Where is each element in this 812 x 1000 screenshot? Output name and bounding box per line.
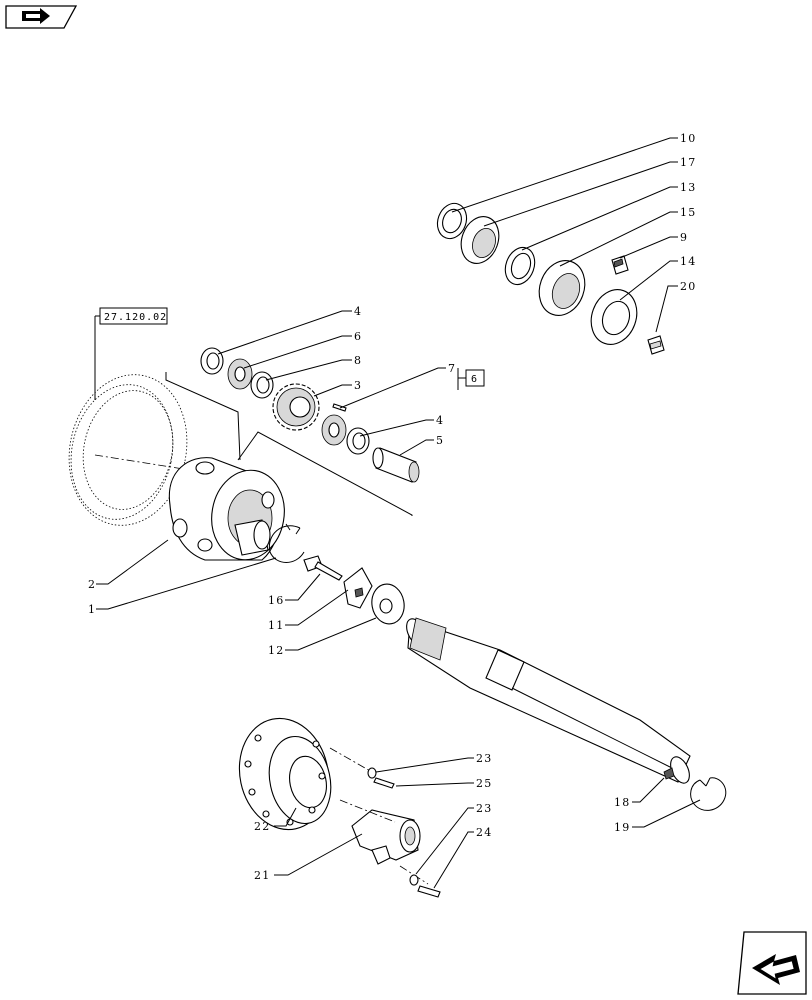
- ring-gear: [68, 374, 188, 526]
- washer-upper: [367, 767, 377, 779]
- prev-page-button[interactable]: [5, 5, 78, 29]
- adapter-hub: [351, 809, 421, 865]
- lock-plate: [343, 567, 373, 609]
- assembly-ref-leader: [94, 315, 100, 400]
- callout-15[interactable]: 15: [680, 206, 696, 219]
- callout-21[interactable]: 21: [254, 869, 270, 882]
- snap-ring: [268, 523, 305, 563]
- circlip-shaft-end: [690, 777, 727, 811]
- planet-carrier: [168, 457, 285, 561]
- callout-14[interactable]: 14: [680, 255, 696, 268]
- next-page-button[interactable]: [737, 931, 807, 995]
- callout-11[interactable]: 11: [268, 619, 284, 632]
- callout-2[interactable]: 2: [88, 578, 96, 591]
- arrow-prev-icon: [22, 8, 50, 24]
- callout-6[interactable]: 6: [354, 330, 362, 343]
- ring-gear-axis: [94, 454, 191, 471]
- planet-pin: [372, 447, 420, 483]
- oil-seal: [590, 289, 638, 345]
- assembly-reference-label: 27.120.02: [104, 312, 167, 323]
- group-reference-label: 6: [471, 374, 478, 385]
- hub-bolt-holes: [244, 734, 326, 826]
- bearing-cup: [504, 246, 536, 286]
- breather-plug: [611, 255, 629, 275]
- callout-25[interactable]: 25: [476, 777, 492, 790]
- callout-7[interactable]: 7: [448, 362, 456, 375]
- callout-23-lower[interactable]: 23: [476, 802, 492, 815]
- leader-lines: [96, 137, 701, 889]
- callout-13[interactable]: 13: [680, 181, 696, 194]
- thrust-disc: [371, 583, 405, 625]
- pin-small: [332, 403, 347, 412]
- callout-4-upper[interactable]: 4: [354, 305, 362, 318]
- callout-9[interactable]: 9: [680, 231, 688, 244]
- callout-20[interactable]: 20: [680, 280, 696, 293]
- arrow-next-icon: [752, 954, 800, 985]
- callout-1[interactable]: 1: [88, 603, 96, 616]
- roller-bearing-lower: [321, 414, 347, 446]
- hub-bolt-axis-upper: [329, 747, 373, 773]
- callout-16[interactable]: 16: [268, 594, 284, 607]
- group-ref-leader: [457, 368, 466, 390]
- assembly-reference-box[interactable]: 27.120.02: [99, 307, 168, 325]
- thrust-washer-upper: [200, 347, 224, 375]
- callout-4-lower[interactable]: 4: [436, 414, 444, 427]
- group-bracket-bottom: [237, 431, 413, 516]
- roller-bearing-upper: [227, 358, 253, 390]
- stud-bolt-lower: [417, 885, 441, 898]
- group-reference-box[interactable]: 6: [465, 369, 485, 387]
- spacer-ring: [250, 371, 274, 399]
- planet-gear: [272, 383, 320, 431]
- hub-bolt-axis-mid: [339, 799, 396, 823]
- grease-fitting: [647, 335, 665, 355]
- bearing-cone: [460, 216, 500, 264]
- callout-19[interactable]: 19: [614, 821, 630, 834]
- callout-24[interactable]: 24: [476, 826, 492, 839]
- washer-lower: [409, 874, 419, 886]
- hex-bolt: [303, 555, 343, 581]
- callout-8[interactable]: 8: [354, 354, 362, 367]
- callout-18[interactable]: 18: [614, 796, 630, 809]
- group-bracket-left: [165, 372, 241, 461]
- callout-10[interactable]: 10: [680, 132, 696, 145]
- callout-5[interactable]: 5: [436, 434, 444, 447]
- drive-shaft: [406, 617, 691, 784]
- callout-23-upper[interactable]: 23: [476, 752, 492, 765]
- callout-3[interactable]: 3: [354, 379, 362, 392]
- hub-flange: [238, 717, 332, 831]
- callout-12[interactable]: 12: [268, 644, 284, 657]
- thrust-washer-lower: [346, 427, 370, 455]
- seal-ring: [436, 202, 468, 240]
- callout-22[interactable]: 22: [254, 820, 270, 833]
- stud-bolt-upper: [373, 777, 395, 789]
- callout-17[interactable]: 17: [680, 156, 696, 169]
- bearing-housing: [538, 260, 586, 316]
